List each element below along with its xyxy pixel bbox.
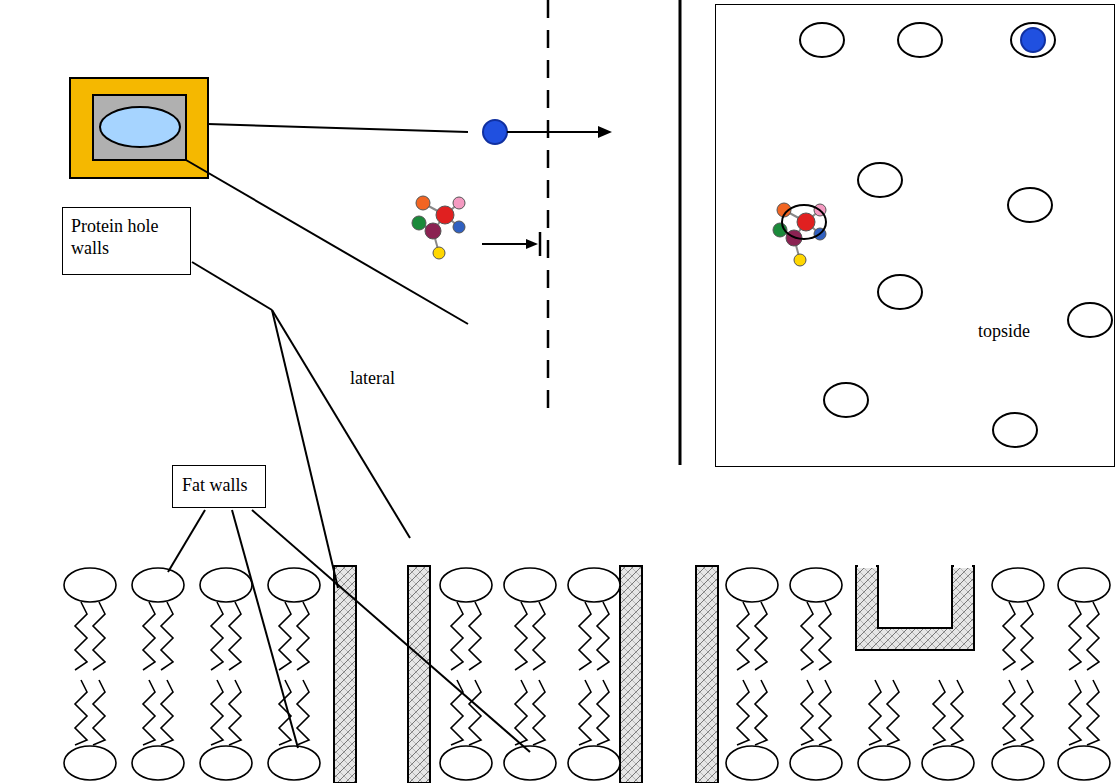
callout-label: Protein hole walls [71, 216, 182, 259]
topside-view-box: topside [715, 4, 1115, 467]
callout-label: Fat walls [182, 475, 256, 497]
label-box: Fat walls [172, 465, 266, 508]
label-box: Protein hole walls [62, 207, 191, 275]
view-label: lateral [350, 368, 395, 389]
view-label: topside [978, 321, 1030, 343]
